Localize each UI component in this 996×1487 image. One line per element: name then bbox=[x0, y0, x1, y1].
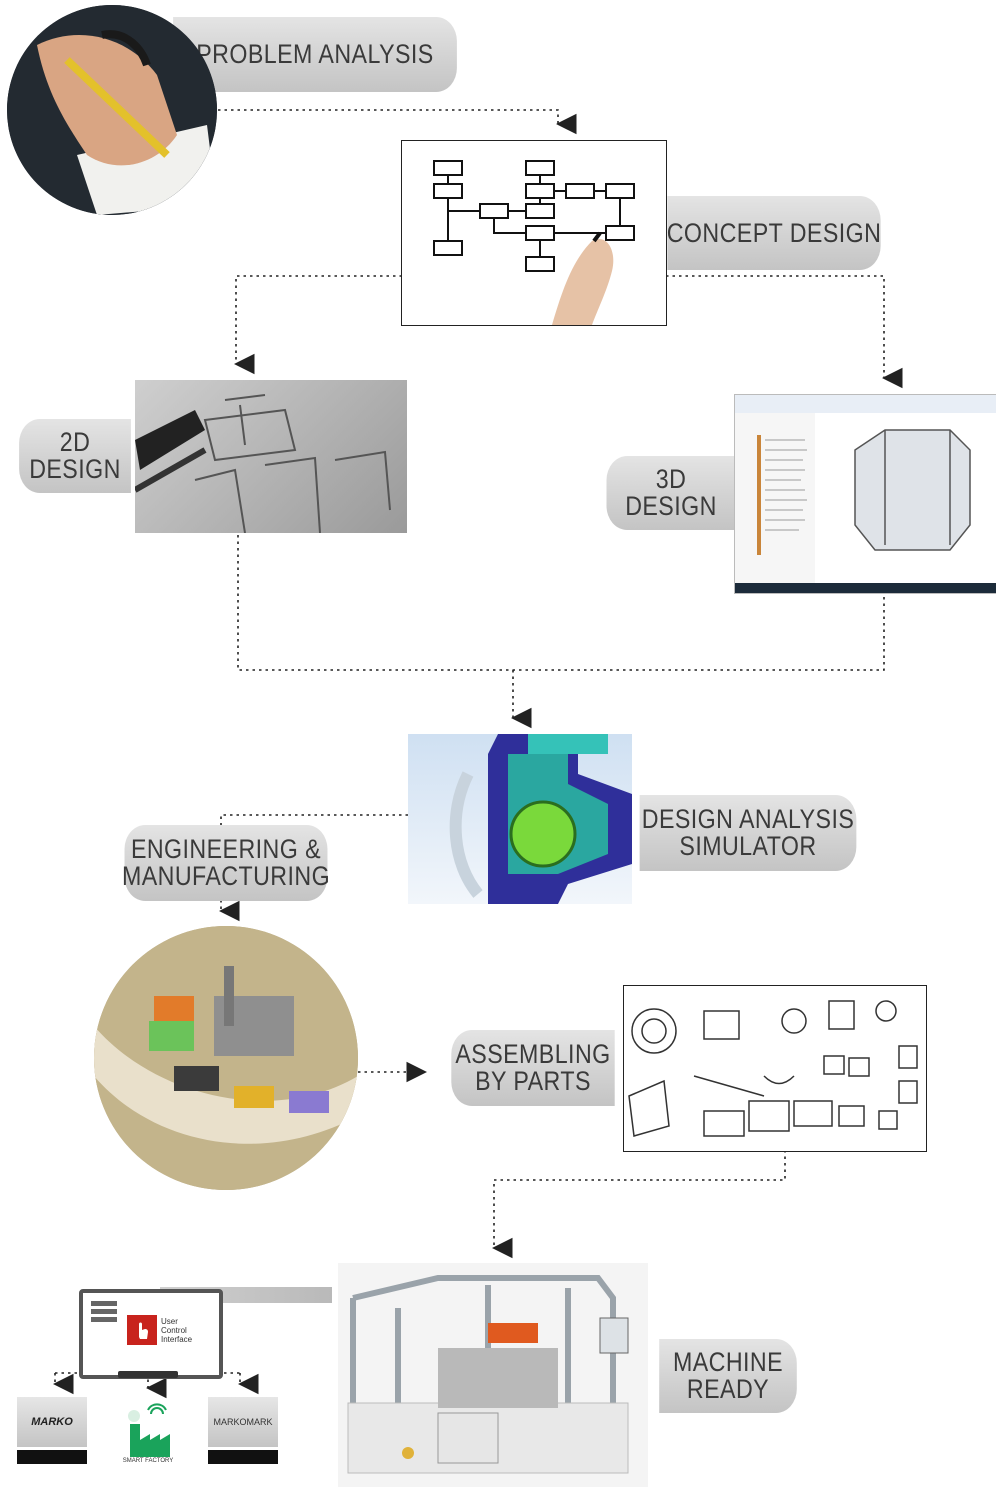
marko-logo: MARKO bbox=[17, 1397, 87, 1447]
design-3d-line1: 3D bbox=[655, 464, 687, 494]
markomark-logo: MARKOMARK bbox=[208, 1397, 278, 1447]
fea-simulation-icon bbox=[408, 734, 632, 904]
problem-analysis-text: PROBLEM ANALYSIS bbox=[196, 39, 434, 69]
concept-design-text: CONCEPT DESIGN bbox=[666, 217, 882, 248]
problem-analysis-label: PROBLEM ANALYSIS bbox=[173, 17, 457, 92]
engineering-label: ENGINEERING & MANUFACTURING bbox=[121, 825, 331, 901]
markomark-text: MARKOMARK bbox=[213, 1417, 273, 1427]
factory-icon bbox=[122, 1402, 172, 1458]
machine-ready-label: MACHINE READY bbox=[659, 1339, 797, 1413]
assembling-label: ASSEMBLING BY PARTS bbox=[451, 1030, 615, 1106]
assembling-line2: BY PARTS bbox=[475, 1066, 591, 1096]
ui-label-line2: Control bbox=[161, 1326, 187, 1335]
machine-ready-line2: READY bbox=[686, 1374, 770, 1404]
design-2d-label: 2D DESIGN bbox=[19, 419, 131, 493]
engineering-line1: ENGINEERING & bbox=[130, 834, 322, 864]
connector-concept-2d bbox=[233, 275, 402, 375]
sketch-photo-icon bbox=[135, 380, 407, 533]
design-analysis-line1: DESIGN ANALYSIS bbox=[641, 804, 855, 834]
menu-icon bbox=[91, 1301, 117, 1323]
machine-photo-icon bbox=[338, 1263, 648, 1487]
design-analysis-line2: SIMULATOR bbox=[679, 831, 817, 861]
flowchart-photo-icon bbox=[401, 140, 667, 326]
connector-concept-3d bbox=[666, 275, 903, 389]
connector-problem-concept bbox=[218, 109, 577, 135]
smart-factory-text: SMART FACTORY bbox=[122, 1458, 174, 1464]
design-2d-line2: DESIGN bbox=[29, 454, 121, 484]
engineering-line2: MANUFACTURING bbox=[121, 861, 331, 891]
concept-design-label: CONCEPT DESIGN bbox=[666, 196, 882, 270]
hand-pen-photo-icon bbox=[7, 5, 217, 215]
design-3d-label: 3D DESIGN bbox=[606, 456, 736, 530]
user-control-interface-label: User Control Interface bbox=[161, 1317, 192, 1344]
exploded-parts-icon bbox=[623, 985, 927, 1152]
design-analysis-label: DESIGN ANALYSIS SIMULATOR bbox=[639, 795, 857, 871]
marko-text: MARKO bbox=[31, 1416, 73, 1428]
connector-parts-final bbox=[491, 1150, 786, 1259]
design-2d-line1: 2D bbox=[59, 427, 91, 457]
ui-label-line1: User bbox=[161, 1317, 178, 1326]
monitor-stand bbox=[118, 1371, 178, 1378]
monitor-icon: User Control Interface bbox=[79, 1289, 223, 1379]
assembling-line1: ASSEMBLING bbox=[455, 1039, 611, 1069]
machine-render-icon bbox=[94, 926, 358, 1190]
hand-pointer-icon bbox=[127, 1315, 157, 1345]
cad-screenshot-icon bbox=[734, 394, 996, 594]
ui-label-line3: Interface bbox=[161, 1335, 193, 1344]
markomark-base bbox=[208, 1450, 278, 1464]
marko-base bbox=[17, 1450, 87, 1464]
machine-ready-line1: MACHINE bbox=[672, 1347, 784, 1377]
connector-2d-merge bbox=[237, 535, 885, 671]
design-3d-line2: DESIGN bbox=[625, 491, 717, 521]
